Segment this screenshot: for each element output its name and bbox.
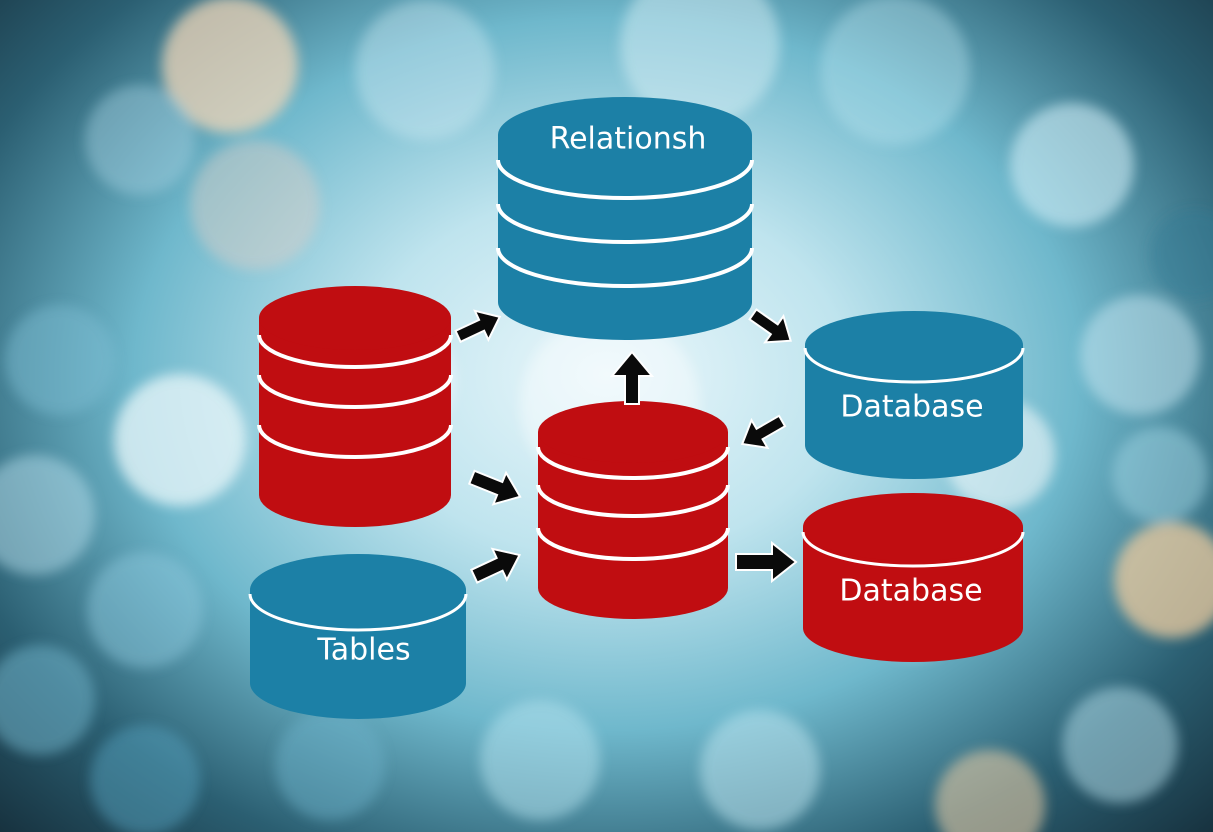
cylinder-stripe (496, 247, 754, 288)
arrow-red-left-to-red-center (467, 469, 522, 506)
cylinder-stripe (496, 159, 754, 200)
database-blue-label: Database (840, 390, 983, 425)
arrow-right-icon (467, 469, 522, 506)
cylinder-top (259, 286, 451, 350)
arrow-right-icon (748, 308, 792, 344)
cylinder-stripe (248, 593, 468, 632)
cylinder-body (250, 590, 466, 719)
cylinder-top (803, 493, 1023, 561)
cylinder-stripe (257, 424, 453, 459)
cylinder-top (805, 311, 1023, 379)
cylinder-top (538, 401, 728, 463)
cylinder-top (498, 97, 752, 173)
arrow-up-icon (609, 350, 655, 405)
relationship-label: Relationsh (550, 122, 707, 157)
tables-label: Tables (316, 633, 410, 668)
relationship-cylinder: Relationsh (496, 97, 754, 340)
red-left-cylinder (257, 286, 453, 527)
cylinder-body (498, 135, 752, 340)
cylinder-stripe (257, 334, 453, 369)
database-red-cylinder: Database (801, 493, 1025, 662)
cylinder-body (259, 318, 451, 527)
cylinder-body (538, 432, 728, 619)
arrow-red-center-to-database-red (735, 540, 798, 584)
cylinder-top (250, 554, 466, 626)
arrow-left-icon (740, 414, 787, 450)
cylinder-stripe (257, 374, 453, 409)
red-center-cylinder (536, 401, 730, 619)
arrow-right-icon (735, 540, 798, 584)
arrow-database-blue-to-red-center (740, 414, 787, 450)
arrow-right-icon (469, 547, 522, 584)
cylinder-stripe (496, 203, 754, 244)
cylinder-stripe (803, 347, 1025, 384)
tables-cylinder: Tables (248, 554, 468, 719)
cylinder-stripe (536, 484, 730, 518)
cylinder-stripe (536, 527, 730, 561)
database-red-label: Database (839, 574, 982, 609)
arrow-right-icon (454, 309, 502, 344)
arrow-red-left-to-relationship (454, 309, 502, 344)
arrow-red-center-to-relationship (609, 350, 655, 405)
cylinder-stripe (801, 531, 1025, 568)
arrow-tables-to-red-center (469, 547, 522, 584)
cylinder-stripe (536, 446, 730, 480)
arrow-relationship-to-database-blue (748, 308, 792, 344)
database-blue-cylinder: Database (803, 311, 1025, 479)
